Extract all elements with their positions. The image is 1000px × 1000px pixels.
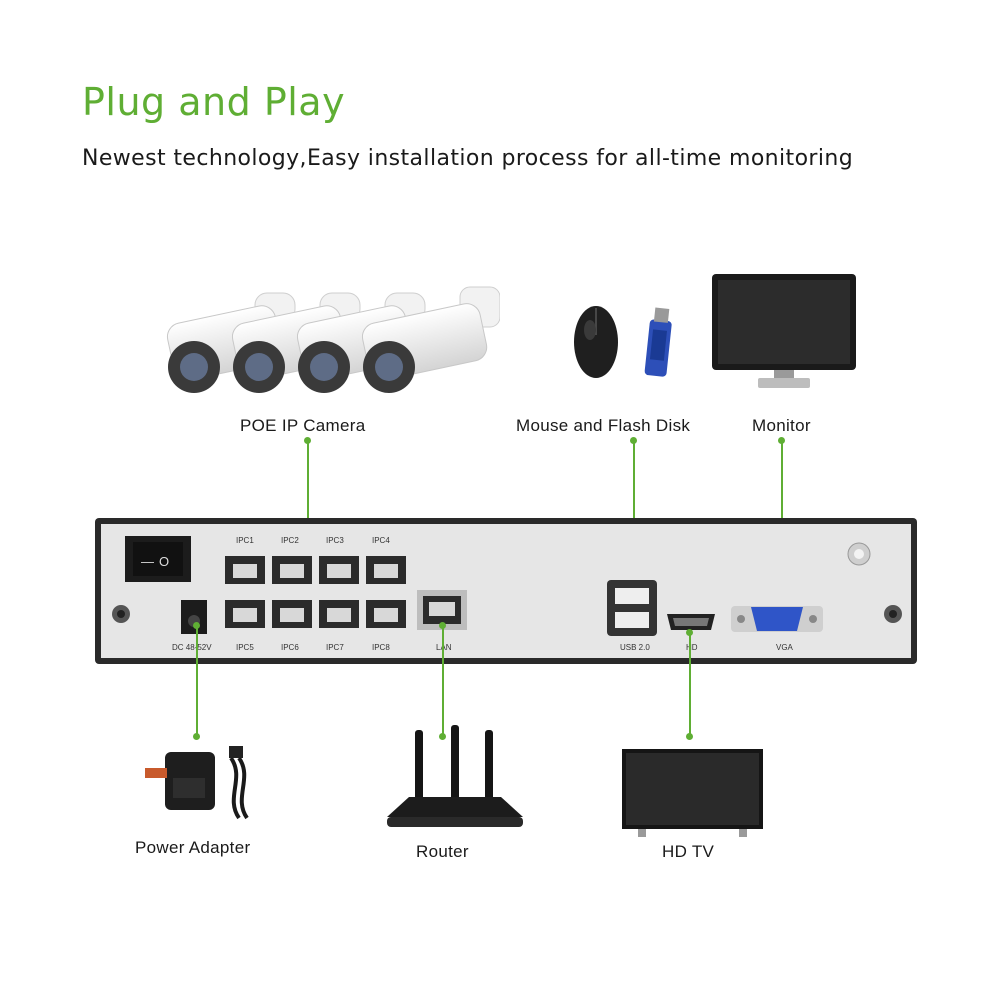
power-adapter-label: Power Adapter xyxy=(135,838,251,857)
flash-disk-icon xyxy=(644,307,672,377)
camera-connector xyxy=(307,440,309,540)
power-connector xyxy=(196,625,198,737)
power-adapter-image xyxy=(145,746,249,820)
port-label-ipc2: IPC2 xyxy=(281,536,299,545)
connector-dot xyxy=(686,733,693,740)
power-adapter-icon xyxy=(145,746,249,820)
port-label-ipc7: IPC7 xyxy=(326,643,344,652)
svg-text:O: O xyxy=(159,554,169,569)
connector-dot xyxy=(193,622,200,629)
svg-text:—: — xyxy=(141,554,154,569)
page-subtitle: Newest technology,Easy installation proc… xyxy=(82,146,854,171)
connector-dot xyxy=(630,437,637,444)
connector-dot xyxy=(439,733,446,740)
router-image xyxy=(387,725,523,827)
usb-port-icon xyxy=(607,580,657,636)
router-label: Router xyxy=(416,842,469,861)
port-label-ipc8: IPC8 xyxy=(372,643,390,652)
power-switch-icon: — O xyxy=(125,536,191,582)
mouse-flash-label: Mouse and Flash Disk xyxy=(516,416,691,435)
camera-label: POE IP Camera xyxy=(240,416,366,435)
port-label-dc: DC 48-52V xyxy=(172,643,212,652)
port-label-ipc6: IPC6 xyxy=(281,643,299,652)
monitor-icon xyxy=(712,274,856,388)
nvr-rear-panel: — O xyxy=(95,518,917,664)
port-label-hd: HD xyxy=(686,643,698,652)
mouse-icon xyxy=(574,306,618,378)
port-label-ipc3: IPC3 xyxy=(326,536,344,545)
connector-dot xyxy=(193,733,200,740)
hdtv-image xyxy=(622,749,763,837)
usb-connector xyxy=(633,440,635,595)
tv-icon xyxy=(622,749,763,837)
mouse-flash-image xyxy=(574,306,672,378)
connector-dot xyxy=(686,629,693,636)
router-icon xyxy=(387,725,523,827)
monitor-label: Monitor xyxy=(752,416,811,435)
port-label-ipc5: IPC5 xyxy=(236,643,254,652)
camera-icon xyxy=(361,286,500,393)
page-title: Plug and Play xyxy=(82,80,346,124)
poe-camera-image xyxy=(166,286,500,393)
monitor-image xyxy=(712,274,856,388)
port-label-vga: VGA xyxy=(776,643,793,652)
lan-connector xyxy=(442,625,444,737)
port-label-ipc1: IPC1 xyxy=(236,536,254,545)
connector-dot xyxy=(778,437,785,444)
port-label-ipc4: IPC4 xyxy=(372,536,390,545)
connector-dot xyxy=(439,622,446,629)
hdtv-label: HD TV xyxy=(662,842,715,861)
vga-port-icon xyxy=(731,606,823,632)
hdmi-connector xyxy=(689,632,691,737)
dc-jack-icon xyxy=(181,600,207,634)
port-label-usb: USB 2.0 xyxy=(620,643,650,652)
hdmi-port-icon xyxy=(667,614,715,630)
connector-dot xyxy=(304,437,311,444)
